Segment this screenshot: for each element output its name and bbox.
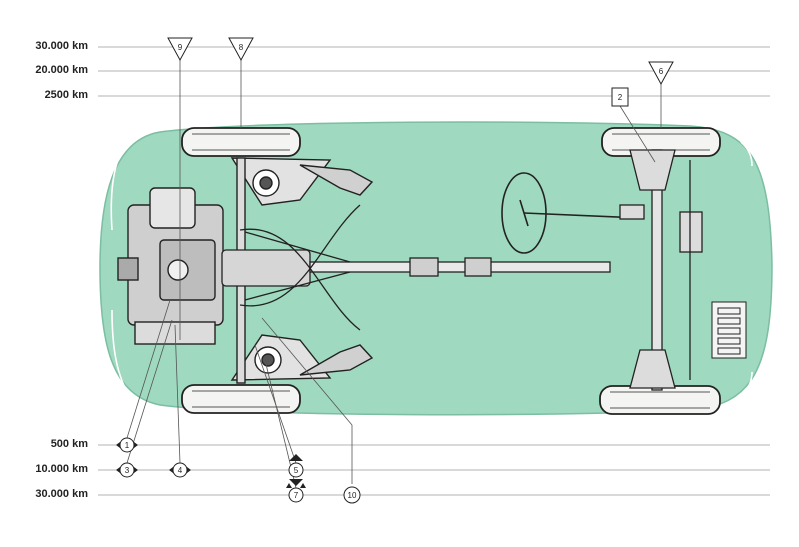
marker-3-label: 3 [125,466,130,475]
marker-6: 6 [648,61,674,86]
interval-label-top-2: 20.000 km [35,64,88,76]
marker-3: 3 [116,462,138,478]
interval-label-bottom-2: 10.000 km [35,463,88,475]
leader-line-2 [619,105,656,163]
fuse-box [711,301,747,359]
marker-10: 10 [343,486,361,504]
marker-8: 8 [228,37,254,62]
leader-line-4 [174,324,181,464]
steering-box [619,149,703,391]
marker-5: 5 [288,454,304,486]
interval-label-bottom-3: 30.000 km [35,488,88,500]
leader-line-1 [126,299,171,439]
marker-10-label: 10 [348,491,357,500]
marker-6-label: 6 [659,67,664,76]
interval-label-bottom-1: 500 km [51,438,89,450]
marker-7: 7 [286,483,306,503]
gearbox-driveshaft [221,204,611,331]
front-right-wheel [181,384,301,414]
engine-block [117,187,224,345]
leader-line-3 [126,319,173,464]
body-panel-lines [110,141,753,397]
marker-5-label: 5 [294,466,299,475]
marker-1-label: 1 [125,441,130,450]
marker-1: 1 [116,437,138,453]
marker-9-label: 9 [178,43,183,52]
marker-7-label: 7 [294,491,299,500]
marker-2-label: 2 [618,93,623,102]
marker-9: 9 [167,37,193,62]
marker-4-label: 4 [178,466,183,475]
leader-line-10b [261,317,353,426]
interval-label-top-1: 30.000 km [35,40,88,52]
marker-4: 4 [169,462,191,478]
marker-8-label: 8 [239,43,244,52]
interval-label-top-3: 2500 km [45,89,89,101]
marker-2: 2 [611,87,629,107]
